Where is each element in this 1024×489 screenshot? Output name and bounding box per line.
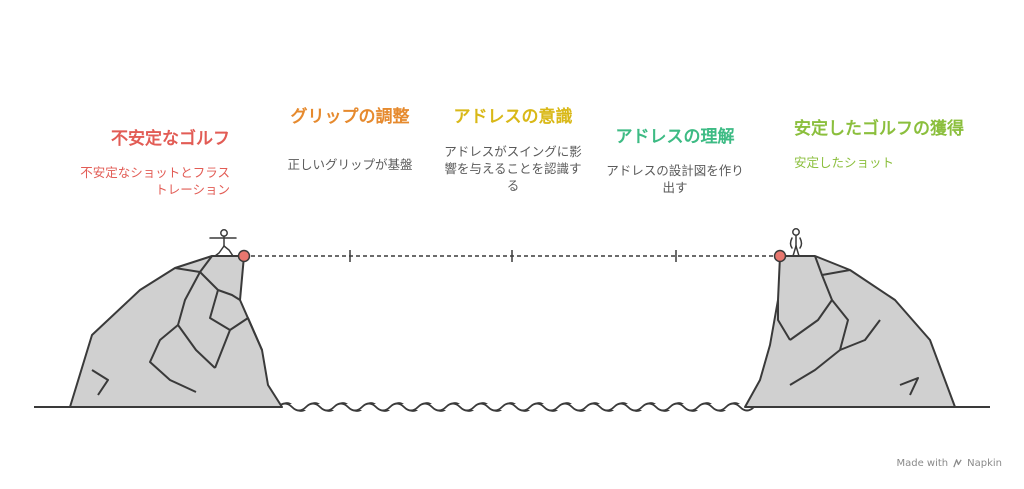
stage-title: 不安定なゴルフ xyxy=(111,129,230,149)
unstable-person-icon xyxy=(209,229,237,257)
made-with-label: Made with xyxy=(896,458,949,469)
stage-description: アドレスの設計図を作り出す xyxy=(606,163,744,195)
start-point-dot xyxy=(237,249,251,263)
stage-description: アドレスがスイングに影響を与えることを認識する xyxy=(444,144,582,193)
made-with-napkin-credit: Made with Napkin xyxy=(896,458,1002,469)
stage-unstable-golf: 不安定なゴルフ 不安定なショットとフラストレーション xyxy=(76,128,230,198)
stage-title: 安定したゴルフの獲得 xyxy=(794,119,964,139)
stage-description: 安定したショット xyxy=(794,155,895,170)
stage-grip-adjustment: グリップの調整 正しいグリップが基盤 xyxy=(272,106,428,173)
stage-description: 不安定なショットとフラストレーション xyxy=(80,165,230,197)
stable-person-icon xyxy=(789,228,803,257)
stage-address-awareness: アドレスの意識 アドレスがスイングに影響を与えることを認識する xyxy=(440,106,586,194)
stage-description: 正しいグリップが基盤 xyxy=(287,157,413,172)
stage-title: アドレスの理解 xyxy=(615,127,735,147)
stage-stable-golf: 安定したゴルフの獲得 安定したショット xyxy=(794,118,964,171)
napkin-logo-icon xyxy=(953,459,962,468)
stage-title: アドレスの意識 xyxy=(453,107,573,127)
right-cliff xyxy=(744,255,956,408)
stage-title: グリップの調整 xyxy=(290,107,410,127)
end-point-dot xyxy=(773,249,787,263)
napkin-brand-label: Napkin xyxy=(967,458,1002,469)
stage-address-understanding: アドレスの理解 アドレスの設計図を作り出す xyxy=(604,126,746,196)
left-cliff xyxy=(69,255,283,408)
